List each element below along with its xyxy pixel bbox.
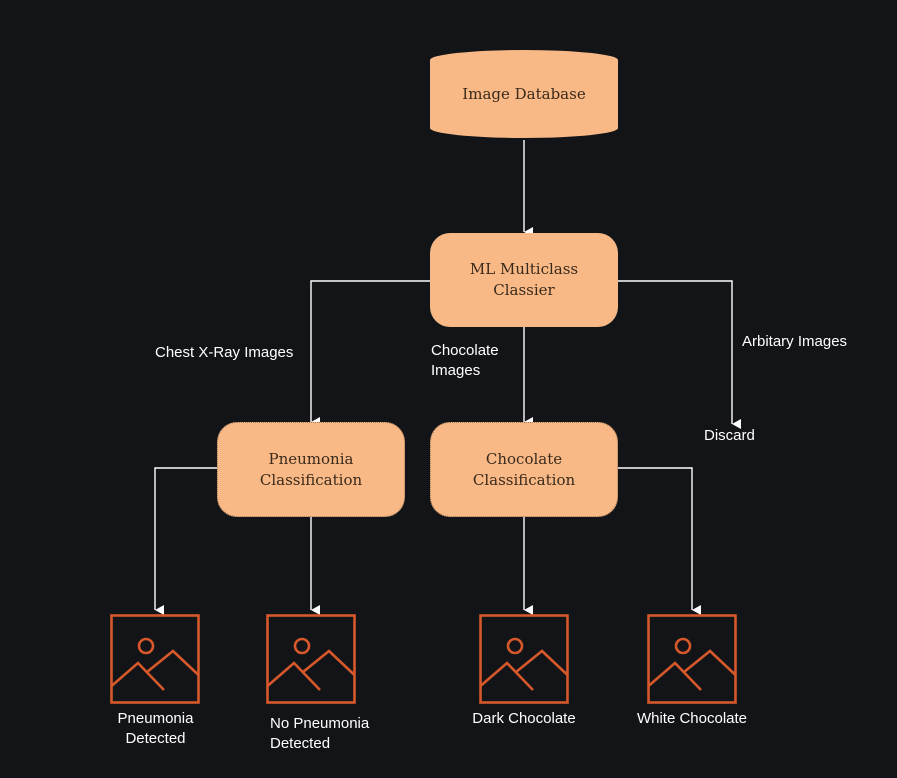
database-cylinder-shape (430, 50, 618, 138)
edge-label-chest-xray: Chest X-Ray Images (155, 344, 294, 361)
edge-label-chocolate-images: Chocolate Images (431, 342, 499, 379)
edge-classifier-to-pneumonia (310, 280, 430, 427)
ml-classifier-label: ML Multiclass Classier (469, 260, 579, 299)
edge-pneumonia-to-detected (154, 467, 217, 615)
image-icon (110, 614, 200, 704)
output-label-dark-chocolate: Dark Chocolate (472, 710, 576, 727)
chocolate-classification-label: Chocolate Classification (472, 449, 576, 489)
edge-classifier-to-discard (618, 280, 741, 429)
image-icon (647, 614, 737, 704)
output-label-white-chocolate: White Chocolate (636, 710, 748, 727)
pneumonia-classification-label: Pneumonia Classification (259, 449, 363, 489)
chocolate-classification-node: Chocolate Classification (430, 422, 618, 517)
output-label-no-pneumonia-detected: No Pneumonia Detected (270, 715, 370, 752)
discard-label: Discard (704, 427, 755, 444)
edge-label-arbitrary-images: Arbitary Images (742, 333, 848, 350)
pneumonia-classification-node: Pneumonia Classification (217, 422, 405, 517)
image-database-node: Image Database (430, 50, 618, 138)
edge-chocolate-to-white (618, 467, 701, 615)
image-icon (479, 614, 569, 704)
image-database-label: Image Database (462, 85, 586, 103)
image-icon (266, 614, 356, 704)
output-label-pneumonia-detected: Pneumonia Detected (117, 710, 194, 747)
ml-classifier-node: ML Multiclass Classier (430, 233, 618, 327)
